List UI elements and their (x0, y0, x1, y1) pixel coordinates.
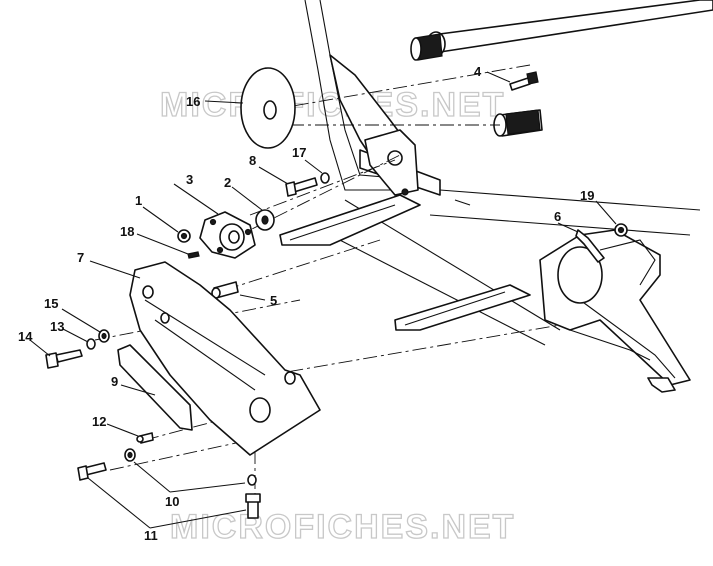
part-3-bearing-flange (199, 211, 256, 259)
part-7-chain-guard (129, 261, 321, 456)
callout-5: 5 (270, 293, 277, 308)
part-4-bolt (509, 71, 539, 91)
part-2-bushing (255, 209, 275, 231)
callout-1: 1 (135, 193, 142, 208)
callout-13: 13 (50, 319, 64, 334)
callout-18: 18 (120, 224, 134, 239)
part-14-bolt (45, 349, 83, 369)
callout-7: 7 (77, 250, 84, 265)
part-16-disc (240, 67, 296, 149)
callout-4: 4 (474, 64, 482, 79)
part-8-bolt (285, 177, 318, 197)
callout-8: 8 (249, 153, 256, 168)
callout-11: 11 (144, 528, 158, 543)
watermark-top: MICROFICHES.NET (160, 86, 505, 124)
callout-16: 16 (186, 94, 200, 109)
drive-shaft-lower (493, 109, 543, 137)
callout-17: 17 (292, 145, 306, 160)
callout-6: 6 (554, 209, 561, 224)
part-5-spacer (211, 281, 239, 299)
callout-19: 19 (580, 188, 594, 203)
part-15-washer (98, 329, 110, 343)
part-12-rivet (136, 432, 154, 444)
callout-10: 10 (165, 494, 179, 509)
callout-2: 2 (224, 175, 231, 190)
callout-3: 3 (186, 172, 193, 187)
callout-labels: 16 4 17 8 2 3 1 18 5 6 19 7 15 13 14 9 1… (18, 64, 594, 543)
part-10-washers (124, 448, 257, 486)
drive-shaft-upper (410, 0, 713, 61)
part-9-guard-plate (117, 344, 193, 431)
watermark-bottom: MICROFICHES.NET (170, 508, 515, 546)
callout-15: 15 (44, 296, 58, 311)
lower-gusset (394, 284, 531, 331)
leader-lines (29, 71, 617, 529)
part-6-clip (575, 229, 605, 263)
callout-12: 12 (92, 414, 106, 429)
callout-9: 9 (111, 374, 118, 389)
part-13-lock-washer (86, 338, 96, 350)
chassis-frame (279, 0, 701, 393)
callout-14: 14 (18, 329, 33, 344)
part-18-rivet (187, 251, 200, 259)
part-1-nut (177, 229, 191, 243)
part-17-washer (320, 172, 330, 184)
part-11-bolts (77, 462, 261, 519)
part-19-nut (614, 223, 628, 237)
